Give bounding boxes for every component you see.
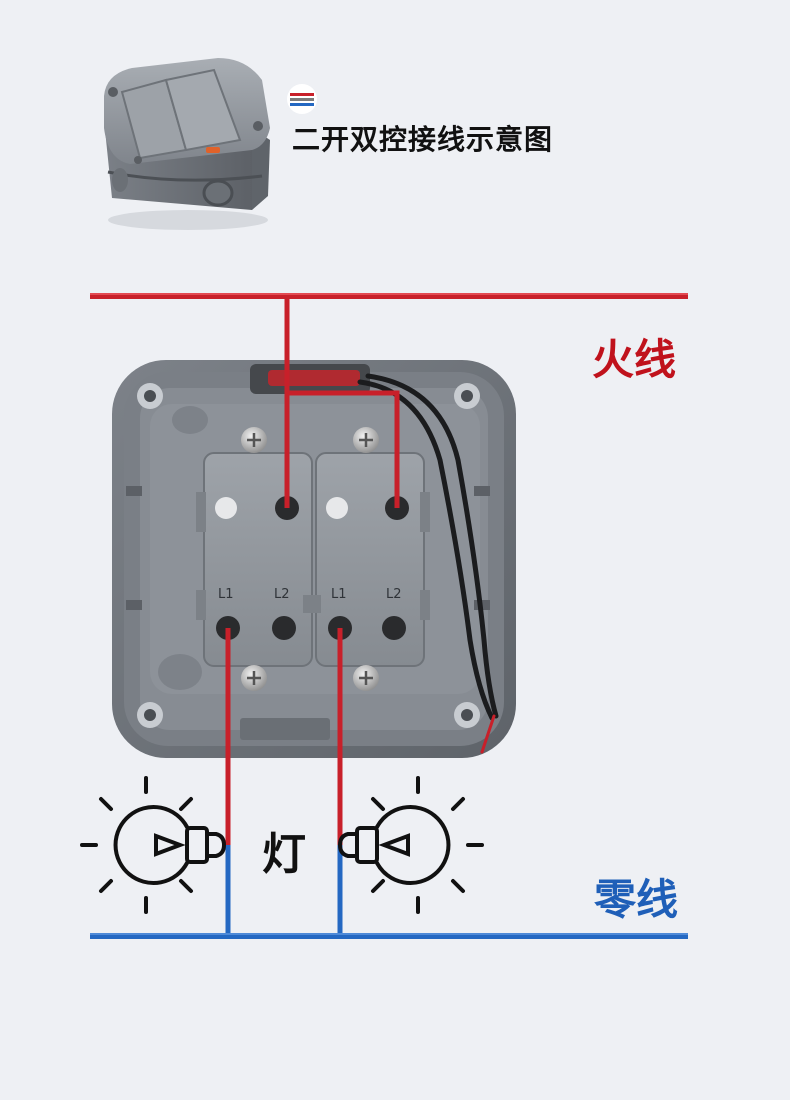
switch-module-right xyxy=(303,452,430,667)
live-wire-label: 火线 xyxy=(592,335,677,384)
terminal-label-right-l2: L2 xyxy=(386,587,402,602)
terminal-label-left-l1: L1 xyxy=(218,587,234,602)
switch-product-photo xyxy=(104,58,270,230)
terminal-label-right-l1: L1 xyxy=(331,587,347,602)
switch-module-left xyxy=(196,452,313,667)
diagram-title: 二开双控接线示意图 xyxy=(292,123,554,156)
module-screws xyxy=(241,427,379,691)
wire-color-badge-icon xyxy=(287,84,317,114)
light-bulb-icon xyxy=(337,776,484,914)
neutral-wire-label: 零线 xyxy=(594,875,679,924)
black-cables xyxy=(357,373,499,754)
light-bulb-icon xyxy=(80,776,227,914)
live-feed-wires xyxy=(284,296,400,508)
live-bus-wire xyxy=(90,293,688,299)
frame-screw-holes xyxy=(137,383,480,728)
switch-back-frame xyxy=(112,360,516,758)
neutral-bus-wire xyxy=(90,933,688,939)
terminal-label-left-l2: L2 xyxy=(274,587,290,602)
lamp-label: 灯 xyxy=(262,829,306,880)
lamp-wires xyxy=(225,628,343,936)
